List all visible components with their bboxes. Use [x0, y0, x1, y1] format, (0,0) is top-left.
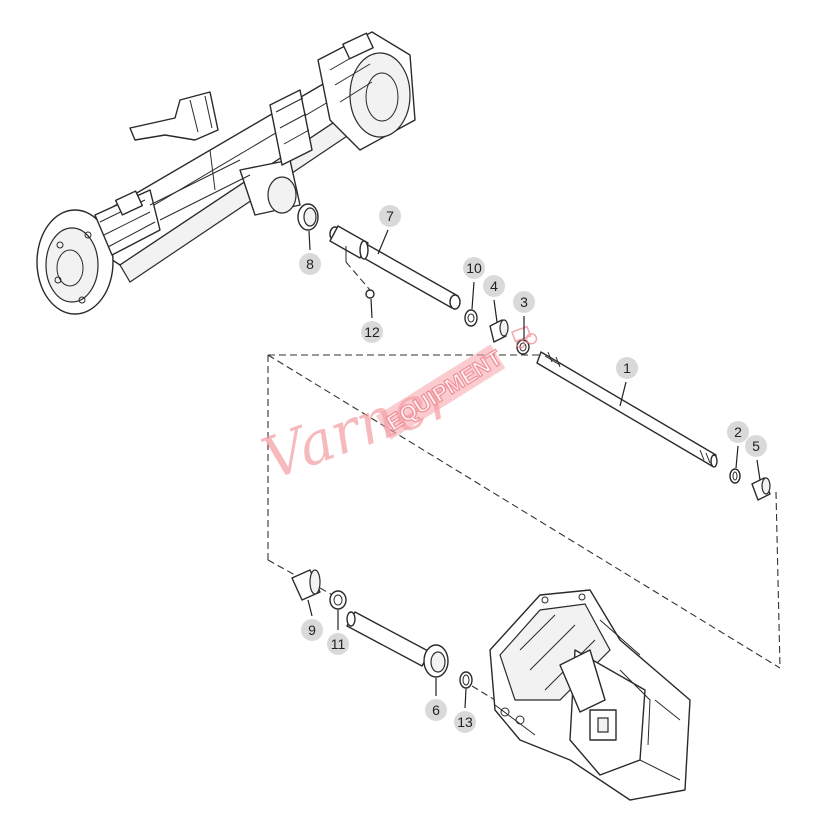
part-4-bushing: [489, 319, 509, 343]
callout-1: 1: [616, 357, 638, 379]
part-1-drive-shaft: [536, 351, 718, 468]
callout-6-label: 6: [432, 702, 440, 718]
callout-6: 6: [425, 699, 447, 721]
part-9-bushing: [291, 569, 321, 601]
tractor-icon: [511, 325, 538, 349]
part-12-bolt: [345, 246, 375, 299]
part-2-circlip: [729, 468, 741, 484]
part-10-snap-ring: [464, 309, 478, 327]
callout-12-label: 12: [364, 324, 380, 340]
part-11-ring: [329, 590, 347, 610]
callout-7: 7: [379, 205, 401, 227]
callout-8: 8: [299, 253, 321, 275]
callout-8-label: 8: [306, 256, 314, 272]
callout-9: 9: [301, 619, 323, 641]
callout-5-label: 5: [752, 438, 760, 454]
callout-12: 12: [361, 321, 383, 343]
callout-7-label: 7: [386, 208, 394, 224]
callout-3-label: 3: [520, 294, 528, 310]
front-axle-assembly: [36, 31, 416, 315]
part-8-seal-ring: [297, 203, 319, 231]
callout-10-label: 10: [466, 260, 482, 276]
watermark-banner: [375, 344, 506, 440]
varner-equipment-watermark: Varner EQUIPMENT: [254, 325, 538, 493]
callout-9-label: 9: [308, 622, 316, 638]
callout-1-label: 1: [623, 360, 631, 376]
transmission-housing: [489, 589, 691, 801]
callout-2-label: 2: [734, 424, 742, 440]
callout-11-label: 11: [331, 636, 346, 652]
part-5-sleeve: [751, 477, 771, 501]
callout-2: 2: [727, 421, 749, 443]
callout-5: 5: [745, 435, 767, 457]
callout-4: 4: [483, 275, 505, 297]
callout-4-label: 4: [490, 278, 498, 294]
callout-11: 11: [327, 633, 349, 655]
callout-13-label: 13: [457, 714, 473, 730]
part-6-flanged-tube: [346, 611, 449, 678]
part-13-o-ring: [459, 671, 473, 689]
callout-10: 10: [463, 257, 485, 279]
part-7-tube: [329, 225, 461, 310]
callout-3: 3: [513, 291, 535, 313]
callout-13: 13: [454, 711, 476, 733]
leader-lines: [307, 229, 761, 709]
